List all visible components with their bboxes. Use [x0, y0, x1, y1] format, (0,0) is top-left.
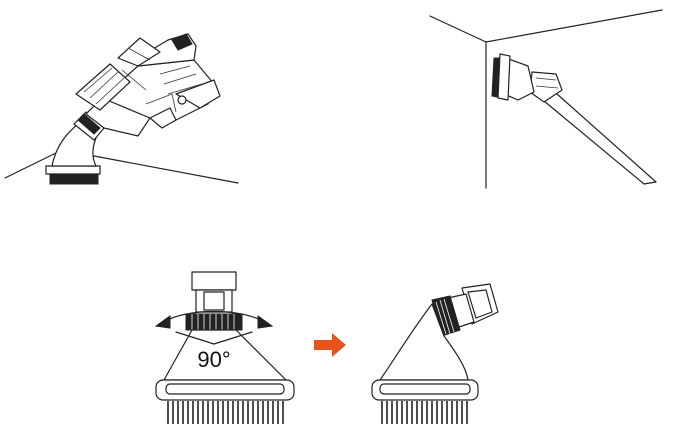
angle-label: 90°	[197, 347, 230, 372]
brush-base	[45, 165, 101, 175]
nozzle-cap	[191, 271, 237, 291]
rotation-arc	[163, 310, 265, 323]
brush-bristles	[381, 401, 468, 424]
nozzle-window	[467, 289, 493, 319]
rotate-arrow-right-icon	[257, 315, 274, 329]
floor-line-left	[4, 149, 63, 179]
vacuum-with-brush-icon	[4, 33, 239, 185]
brush-base-wall	[497, 53, 511, 101]
connector-thread	[77, 113, 101, 135]
wall-corner-extension-icon	[429, 9, 663, 189]
angle-line-right	[213, 331, 253, 345]
brush-neck-curved	[379, 303, 469, 381]
brush-head-rotate-icon: 90°	[154, 271, 295, 424]
brush-bristles	[49, 173, 99, 185]
brush-base-inner	[165, 383, 285, 395]
rotate-arrow-left-icon	[154, 315, 171, 329]
ceiling-line-right	[485, 9, 663, 43]
next-step-arrow-icon	[314, 333, 346, 357]
brush-base-inner	[379, 383, 471, 395]
nozzle-window	[203, 291, 225, 311]
vacuum-body	[75, 33, 221, 137]
angle-line-left	[175, 331, 215, 345]
ceiling-line-left	[429, 15, 487, 43]
brush-bristles	[167, 401, 284, 424]
extension-tube	[537, 85, 657, 185]
brush-head-angled-icon	[371, 283, 499, 424]
